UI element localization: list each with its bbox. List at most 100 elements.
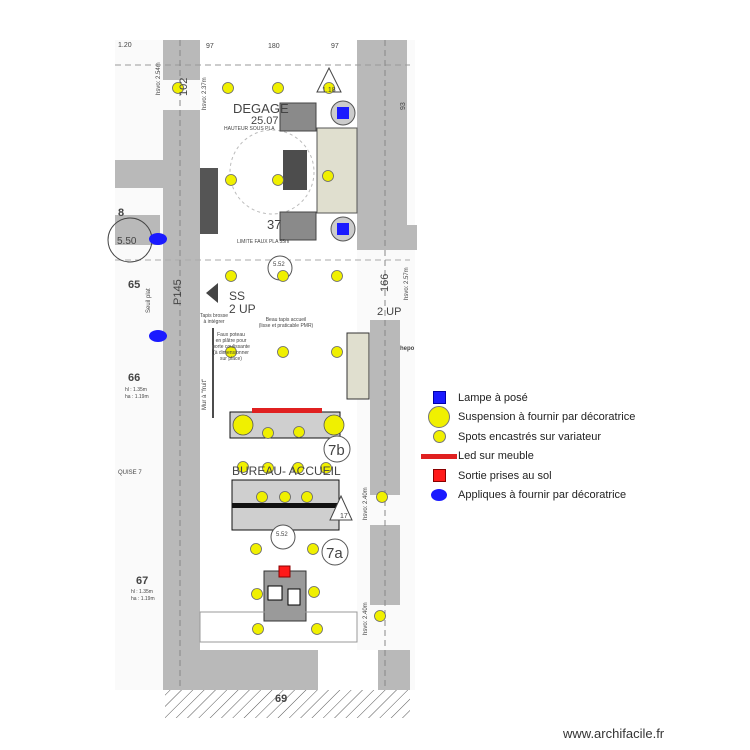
recessed-spot-icon [376,491,388,503]
recessed-spot-icon [256,491,268,503]
room-name: BUREAU- ACCUEIL [232,464,341,478]
svg-text:sur place): sur place) [220,356,242,362]
marker-7b: 7b [328,442,345,459]
note-mur-fruit: Mur à "fruit" [202,379,208,410]
recessed-spot-icon [331,270,343,282]
ceiling-limit-note: LIMITE FAUX PLA 55m [237,239,289,245]
stairs-label: SS [229,289,245,303]
legend-item-lampe: Lampe à posé [420,388,635,408]
room-note: Seuil plat [146,288,152,313]
legend-label: Suspension à fournir par décoratrice [458,411,636,424]
note-beau-tapis: Beau tapis accueil (lisse et praticable … [259,317,314,329]
recessed-spot-icon [292,462,304,474]
level-marker [329,494,353,521]
legend-label: Spots encastrés sur variateur [458,430,602,443]
legend-item-suspension: Suspension à fournir par décoratrice [420,406,636,429]
svg-text:porte coulissante: porte coulissante [212,344,250,350]
plan-labels: DEGAGE 25.07 HAUTEUR SOUS PLA 37 LIMITE … [117,42,415,705]
pendant-light-icon [323,414,345,436]
desk-edge [232,503,339,508]
recessed-spot-icon [237,461,249,473]
hsvo-label: hsvo: 2.54m [156,62,162,95]
dimension: 102 [178,78,190,96]
marker-7a-circle [321,538,349,566]
recessed-spot-icon [331,346,343,358]
led-strip-icon [252,408,322,413]
pendant-lights [232,414,345,436]
dimension: 166 [379,274,391,292]
room-number: 65 [128,279,140,291]
recessed-spot-icon [272,174,284,186]
recessed-spot-icon [222,82,234,94]
bench-outline [199,611,358,643]
dimension: 97 [331,43,339,50]
legend-item-appliques: Appliques à fournir par décoratrice [420,486,635,506]
svg-text:à intégrer: à intégrer [203,319,224,325]
door-opening [318,650,378,690]
recessed-spot-icon [225,270,237,282]
pendant-light-icon [232,414,254,436]
legend-item-spots: Spots encastrés sur variateur [420,427,635,447]
recessed-spot-icon [272,82,284,94]
legend-label: Lampe à posé [458,391,528,404]
blue-square-icon [420,391,458,405]
room-number: 69 [275,693,287,705]
dark-cabinet [200,168,218,234]
armchair [279,211,317,241]
small-yellow-circle-icon [420,430,458,444]
red-square-icon [420,469,458,483]
room-area: 5.50 [117,236,137,247]
hsvo-label: hsvo: 2.40m [363,602,369,635]
height-marker-label: 5.52 [273,262,285,268]
recessed-spot-icon [322,170,334,182]
watermark: www.archifacile.fr [563,726,665,741]
level: 1.18 [322,87,336,94]
dimension: P145 [172,279,184,305]
stairs-up-right: 2 UP [377,306,401,318]
recessed-spot-icon [251,588,263,600]
room-note: ha : 1.19m [125,394,149,400]
recessed-spot-icon [252,623,264,635]
recessed-spot-icon [225,174,237,186]
room-note: hl : 1.35m [131,589,153,595]
recessed-spot-icon [307,543,319,555]
legend-label: Appliques à fournir par décoratrice [458,489,627,502]
legend: Lampe à posé Suspension à fournir par dé… [420,388,635,505]
marker-7b-circle [323,435,351,463]
level: 17 [340,513,348,520]
recessed-spot-icon [320,462,332,474]
height-marker-label: 5.52 [276,532,288,538]
room-note: ha : 1.19m [131,596,155,602]
hsvo-label: hsvo: 2.37m [202,77,208,110]
stairs-up: 2 UP [229,302,256,316]
stairs-arrow [206,283,218,303]
red-bar-icon [420,453,458,459]
room-area: 25.07 [251,115,279,127]
recessed-spot-icon [374,610,386,622]
svg-text:Faux poteau: Faux poteau [217,332,245,338]
table-lamp-icon [337,223,349,235]
svg-text:(lisse et praticable PMR): (lisse et praticable PMR) [259,323,314,329]
coffee-table [283,150,307,190]
note-tapis-brosse: Tapis brosse à intégrer [200,313,228,325]
recessed-spot-icon [262,427,274,439]
recessed-spot-icon [301,491,313,503]
table-lamp-icon [337,107,349,119]
legend-item-prises: Sortie prises au sol [420,466,635,486]
room-number: 66 [128,372,140,384]
room-height-note: HAUTEUR SOUS PLA [224,126,275,132]
recessed-spot-icon [262,462,274,474]
svg-text:en plâtre pour: en plâtre pour [216,338,247,344]
blue-half-ellipse-icon [420,489,458,502]
dimension: 180 [268,43,280,50]
computer [267,585,283,601]
recessed-spot-icon [308,586,320,598]
room-code: 37 [267,217,281,232]
room-label: hepo [400,346,415,352]
legend-item-led: Led sur meuble [420,447,635,467]
svg-text:Tapis brosse: Tapis brosse [200,313,228,319]
wall-sconce-icon [149,233,167,245]
room-name: DEGAGE [233,101,289,116]
recessed-spot-icon [250,543,262,555]
